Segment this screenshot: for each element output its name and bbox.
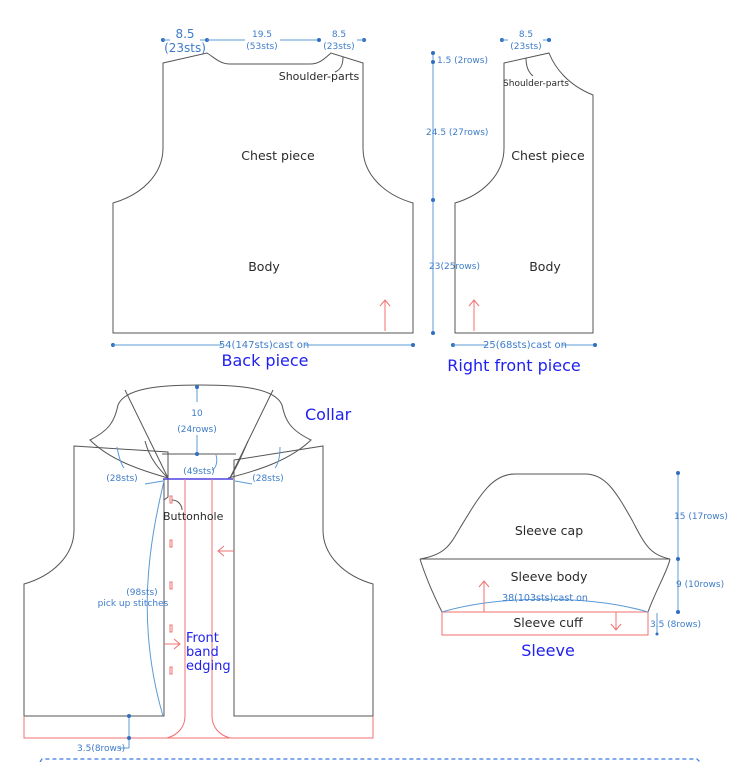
collar-left-tick <box>144 480 164 485</box>
collar-fold-right <box>229 389 274 479</box>
band-direction-arrow-left <box>217 545 234 557</box>
collar-right-arc <box>274 446 281 469</box>
collar-height-dimension <box>195 385 199 456</box>
sleeve-cast-on-arc <box>441 598 649 613</box>
back-piece: 8.5 (23sts) 19.5 (53sts) 8.5 (23sts) Sho… <box>111 27 415 370</box>
collar-left-sts: (28sts) <box>106 474 137 484</box>
knit-direction-arrow <box>468 299 480 331</box>
back-shoulder-left-cm: 8.5 <box>175 27 194 41</box>
back-cast-on-label: 54(147sts)cast on <box>219 340 309 351</box>
sleeve-height-dimension <box>655 471 680 636</box>
height-chest-label: 24.5 (27rows) <box>426 128 488 138</box>
back-piece-title: Back piece <box>221 351 308 370</box>
collar-inner-right <box>229 440 249 479</box>
pickup-sts: (98sts) <box>126 588 157 598</box>
shoulder-leader-line <box>334 56 344 73</box>
back-shoulder-right-sts: (23sts) <box>323 42 354 52</box>
collar-outline <box>89 384 312 479</box>
hem-dimension <box>119 714 131 749</box>
front-band-label-line2: band <box>186 645 219 660</box>
collar-height-cm: 10 <box>191 409 203 419</box>
sleeve-cuff-height: 3.5 (8rows) <box>650 620 701 630</box>
section-divider <box>39 758 701 762</box>
buttonholes <box>169 495 173 675</box>
collar-right-sts: (28sts) <box>252 474 283 484</box>
buttonhole-icon <box>169 624 173 633</box>
back-neck-cm: 19.5 <box>252 30 272 40</box>
hem-curve-right <box>211 715 231 739</box>
collar-right-tick <box>234 480 253 485</box>
sleeve-cap-outline <box>419 473 671 560</box>
collar-left-arc <box>116 446 125 469</box>
front-cast-on-label: 25(68sts)cast on <box>483 340 567 351</box>
collar-center-arc <box>211 454 218 471</box>
front-shoulder-parts-label: Shoulder-parts <box>503 79 569 89</box>
left-front-body-outline <box>23 445 169 717</box>
buttonhole-label: Buttonhole <box>163 510 224 523</box>
front-shoulder-dimension <box>500 38 551 42</box>
buttonhole-icon <box>169 581 173 590</box>
band-direction-arrow-right <box>164 638 181 650</box>
back-neck-sts: (53sts) <box>246 42 277 52</box>
back-top-dimension <box>161 38 366 42</box>
hem-curve-left <box>166 715 186 739</box>
hem-band <box>23 716 374 739</box>
knit-direction-arrow <box>379 299 391 331</box>
back-shoulder-right-cm: 8.5 <box>332 30 346 40</box>
back-shoulder-parts-label: Shoulder-parts <box>279 70 360 83</box>
buttonhole-leader-line <box>171 499 183 511</box>
collar-title: Collar <box>305 405 352 424</box>
back-cast-on-dimension <box>111 343 415 347</box>
right-front-body-outline <box>233 445 374 717</box>
sleeve-up-arrow <box>478 580 490 612</box>
buttonhole-icon <box>169 495 173 504</box>
back-piece-outline <box>112 52 414 334</box>
buttonhole-icon <box>169 539 173 548</box>
front-body-label: Body <box>529 259 561 274</box>
front-assembly: Buttonhole 10 (24rows) (49sts) (28sts) (… <box>23 384 374 754</box>
back-body-label: Body <box>248 259 280 274</box>
collar-fold-left <box>124 389 169 479</box>
front-shoulder-sts: (23sts) <box>510 42 541 52</box>
front-cast-on-dimension <box>451 343 597 347</box>
back-shoulder-left-sts: (23sts) <box>164 41 206 55</box>
pickup-label: pick up stitches <box>98 599 169 609</box>
height-dimension <box>431 51 435 335</box>
front-chest-label: Chest piece <box>511 148 585 163</box>
hem-label: 3.5(8rows) <box>77 744 125 754</box>
sleeve-cuff-outline <box>441 611 649 636</box>
sleeve-cap-label: Sleeve cap <box>515 523 583 538</box>
buttonhole-icon <box>169 666 173 675</box>
front-shoulder-cm: 8.5 <box>519 30 533 40</box>
back-chest-label: Chest piece <box>241 148 315 163</box>
pickup-stitches-arc <box>146 480 165 717</box>
sleeve-cuff-label: Sleeve cuff <box>513 615 583 630</box>
sleeve-body-outline <box>419 558 671 613</box>
sleeve-cap-height: 15 (17rows) <box>674 512 728 522</box>
front-shoulder-leader-line <box>525 57 534 77</box>
sleeve-title: Sleeve <box>521 641 575 660</box>
sleeve-body-height: 9 (10rows) <box>676 580 724 590</box>
front-band-label-line1: Front <box>186 631 219 646</box>
collar-center-sts: (49sts) <box>183 467 214 477</box>
front-band-label-line3: edging <box>186 659 231 674</box>
sleeve-body-label: Sleeve body <box>511 569 588 584</box>
right-front-piece: 8.5 (23sts) Shoulder-parts Chest piece B… <box>447 30 597 375</box>
height-shoulder-label: 1.5 (2rows) <box>437 56 488 66</box>
right-front-outline <box>454 52 594 334</box>
collar-inner-left <box>144 440 169 479</box>
sleeve: 38(103sts)cast on Sleeve cap Sleeve body… <box>419 471 728 660</box>
collar-height-rows: (24rows) <box>177 425 217 435</box>
sleeve-down-arrow <box>610 612 622 631</box>
right-front-piece-title: Right front piece <box>447 356 580 375</box>
sleeve-cast-on-label: 38(103sts)cast on <box>502 593 588 604</box>
